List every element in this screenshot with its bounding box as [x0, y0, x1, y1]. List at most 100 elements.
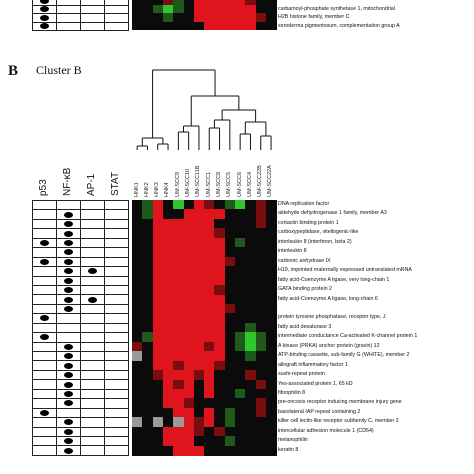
- panel-b-heat-cell: [193, 341, 205, 352]
- panel-b-heat-cell: [193, 417, 205, 428]
- panel-b-heat-cell: [214, 436, 226, 447]
- panel-b-tf-row: [32, 407, 129, 419]
- panel-b-heat-cell: [162, 303, 174, 314]
- panel-b-gene-label: fatty acid-Coenzyme A ligase, very long-…: [278, 276, 390, 283]
- panel-b-tf-row: [32, 284, 129, 296]
- binding-site-dot: [40, 14, 49, 21]
- panel-b-heat-cell: [235, 294, 246, 305]
- panel-a-heat-cell: [173, 4, 184, 14]
- panel-a-heat-cell: [224, 0, 236, 6]
- panel-a-heat-cell: [214, 4, 226, 14]
- panel-b-heat-cell: [162, 351, 174, 362]
- binding-site-dot: [64, 438, 73, 445]
- panel-b-heat-cell: [183, 332, 195, 343]
- panel-b-heat-cell: [152, 285, 164, 295]
- panel-b-heat-cell: [245, 445, 257, 456]
- panel-b-heat-cell: [214, 237, 226, 248]
- panel-b-heat-cell: [255, 237, 267, 248]
- panel-b-heat-cell: [255, 426, 267, 437]
- panel-b-heat-cell: [152, 313, 164, 324]
- panel-b-heat-cell: [214, 303, 226, 314]
- panel-b-heat-cell: [265, 303, 277, 314]
- panel-b-tf-cell: [32, 247, 57, 258]
- panel-b-tf-row: [32, 209, 129, 220]
- panel-b-tf-row: [32, 218, 129, 230]
- panel-b-heat-cell: [214, 370, 226, 381]
- panel-b-heat-cell: [224, 351, 236, 362]
- panel-b-heat-cell: [162, 417, 174, 428]
- panel-b-heat-cell: [183, 275, 195, 286]
- panel-b-tf-cell: [56, 313, 81, 324]
- panel-b-heat-cell: [193, 426, 205, 437]
- panel-b-heat-cell: [183, 445, 195, 456]
- panel-b-gene-label: DNA replication factor: [278, 201, 330, 207]
- panel-b-tf-row: [32, 237, 129, 249]
- panel-b-heat-cell: [224, 209, 236, 220]
- panel-b-heat-cell: [245, 379, 257, 390]
- sample-label: HNK2: [143, 182, 150, 197]
- panel-b-heat-cell: [224, 332, 236, 343]
- panel-b-heat-cell: [142, 398, 154, 409]
- sample-label: HNK3: [154, 182, 161, 197]
- panel-b-heat-cell: [142, 407, 154, 418]
- panel-b-heat-cell: [204, 322, 215, 333]
- panel-b-heat-cell: [255, 303, 267, 314]
- panel-b-heat-cell: [214, 379, 226, 390]
- panel-b-tf-cell: [104, 407, 129, 419]
- panel-a-heat-cell: [152, 4, 164, 14]
- panel-b-heat-cell: [152, 332, 164, 343]
- panel-b-heat-cell: [224, 237, 236, 248]
- panel-b-gene-label: intercellular adhesion molecule 1 (CD54): [278, 427, 374, 434]
- panel-b-heat-cell: [193, 303, 205, 314]
- sample-label: UM-SCC22B: [257, 165, 264, 197]
- panel-b-heat-cell: [183, 436, 195, 447]
- panel-b-heat-cell: [173, 200, 184, 210]
- binding-site-dot: [64, 353, 73, 360]
- panel-b-heat-cell: [162, 389, 174, 399]
- panel-b-tf-cell: [80, 445, 105, 456]
- panel-b-tf-row: [32, 275, 129, 286]
- panel-b-heat-cell: [132, 389, 143, 399]
- panel-b-heat-cell: [224, 360, 236, 371]
- panel-a-heat-cell: [183, 21, 195, 31]
- panel-a-tf-table: [32, 0, 129, 31]
- panel-b-tf-cell: [80, 417, 105, 428]
- panel-b-gene-label: aldehyde dehydrogenase 1 family, member …: [278, 210, 387, 217]
- binding-site-dot: [64, 221, 73, 228]
- binding-site-dot: [64, 306, 73, 313]
- panel-b-heat-cell: [142, 228, 154, 239]
- panel-b-heat-cell: [204, 228, 215, 239]
- panel-b-heat-cell: [132, 313, 143, 324]
- panel-b-heat-cell: [255, 341, 267, 352]
- panel-b-tf-cell: [104, 322, 129, 334]
- panel-b-heat-cell: [224, 436, 236, 447]
- panel-b-heat-cell: [162, 247, 174, 258]
- panel-b-heat-cell: [162, 237, 174, 248]
- panel-b-heat-cell: [132, 209, 143, 220]
- panel-b-heat-cell: [142, 218, 154, 229]
- panel-b-heat-cell: [265, 294, 277, 305]
- panel-b-gene-label: melanophilin: [278, 437, 308, 444]
- panel-b-tf-cell: [104, 360, 129, 371]
- panel-b-heat-cell: [245, 275, 257, 286]
- panel-b-label: B: [8, 63, 19, 79]
- panel-b-heat-cell: [173, 228, 184, 239]
- panel-b-title: Cluster B: [36, 63, 82, 77]
- panel-a-heat-cell: [214, 21, 226, 31]
- panel-a-heat-cell: [235, 0, 246, 6]
- panel-b-heat-cell: [204, 407, 215, 418]
- sample-label: HNK4: [164, 182, 171, 197]
- panel-b-tf-cell: [56, 284, 81, 296]
- panel-b-heat-cell: [245, 407, 257, 418]
- panel-b-heat-cell: [152, 417, 164, 428]
- panel-b-heat-cell: [224, 275, 236, 286]
- panel-b-heat-cell: [193, 247, 205, 258]
- sample-label: UM-SCC6: [236, 171, 243, 197]
- panel-b-tf-cell: [80, 294, 105, 305]
- panel-b-gene-label: keratin 8: [278, 446, 299, 453]
- panel-b-heat-cell: [204, 294, 215, 305]
- panel-b-tf-cell: [56, 360, 81, 371]
- panel-b-tf-cell: [80, 218, 105, 230]
- panel-b-heat-cell: [183, 322, 195, 333]
